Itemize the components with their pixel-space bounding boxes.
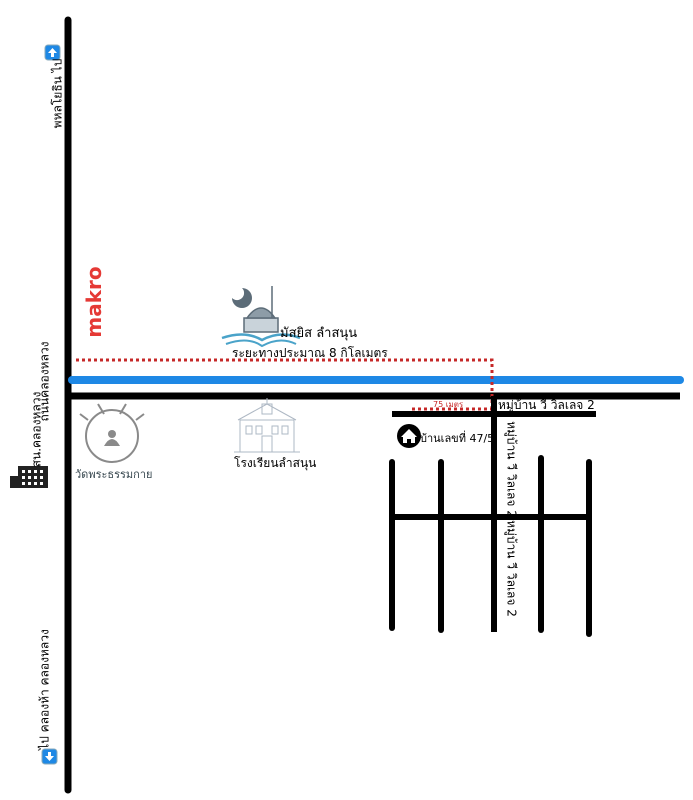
temple-label: วัดพระธรรมกาย [75, 468, 153, 481]
village-label-middle: หมู่บ้าน วี วิลเลจ 2 [504, 421, 519, 518]
house-icon [397, 424, 421, 448]
school-label: โรงเรียนลำสนุน [234, 456, 317, 470]
mosque-label: มัสยิส ลำสนุน [280, 326, 358, 341]
arrow-up-icon [44, 44, 61, 61]
village-label-lower: หมู่บ้าน วี วิลเลจ 2 [504, 520, 519, 617]
school-icon [234, 398, 300, 453]
short-distance-label: 75 เมตร [433, 400, 464, 409]
south-direction-label: ไป คลองห้า คลองหลวง [37, 629, 52, 750]
district-office-label: สน.คลองหลวง [29, 391, 44, 468]
house-label: บ้านเลขที่ 47/5 [420, 432, 495, 445]
arrow-down-icon [41, 748, 58, 765]
north-direction-label: พหลโยธิน ไป [50, 58, 65, 129]
distance-label: ระยะทางประมาณ 8 กิโลเมตร [232, 346, 388, 360]
village-label-top: หมู่บ้าน วี วิลเลจ 2 [498, 398, 595, 412]
makro-logo: makro [82, 266, 106, 338]
building-icon [10, 466, 48, 488]
temple-icon [79, 403, 145, 463]
route-dotted-line [76, 358, 494, 408]
mosque-icon [221, 286, 301, 348]
